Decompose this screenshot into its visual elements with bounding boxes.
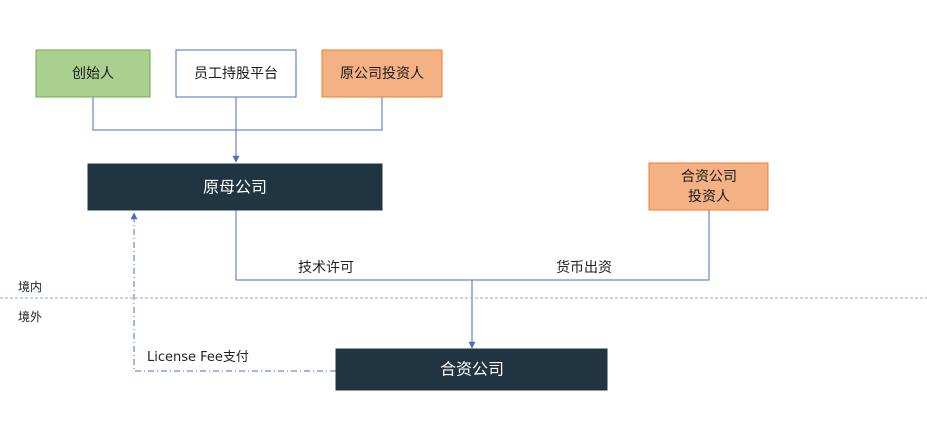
edge-label-cash-contribution: 货币出资 (556, 259, 612, 276)
zone-label-domestic: 境内 (18, 279, 42, 294)
node-jv-investor-label-line2: 投资人 (688, 189, 730, 205)
node-joint-venture-label: 合资公司 (440, 360, 504, 379)
node-joint-venture: 合资公司 (335, 348, 608, 391)
node-jv-investor-label-line1: 合资公司 (681, 169, 737, 185)
edge-label-license-fee: License Fee支付 (147, 350, 249, 365)
license-fee-connector (130, 212, 336, 372)
node-founder: 创始人 (35, 49, 151, 98)
node-original-investor-label: 原公司投资人 (340, 66, 424, 82)
node-esop-label: 员工持股平台 (194, 66, 278, 82)
node-founder-label: 创始人 (72, 66, 114, 82)
founder-connector (92, 97, 383, 131)
zone-label-overseas: 境外 (18, 309, 42, 324)
node-parent-company: 原母公司 (87, 163, 383, 211)
node-parent-company-label: 原母公司 (203, 178, 267, 197)
node-esop: 员工持股平台 (175, 49, 297, 98)
node-jv-investor: 合资公司 投资人 (648, 162, 769, 211)
edge-label-tech-license: 技术许可 (298, 260, 354, 276)
shareholder-connectors (92, 97, 383, 163)
node-original-investor: 原公司投资人 (321, 49, 443, 98)
jv-connectors (235, 210, 710, 349)
